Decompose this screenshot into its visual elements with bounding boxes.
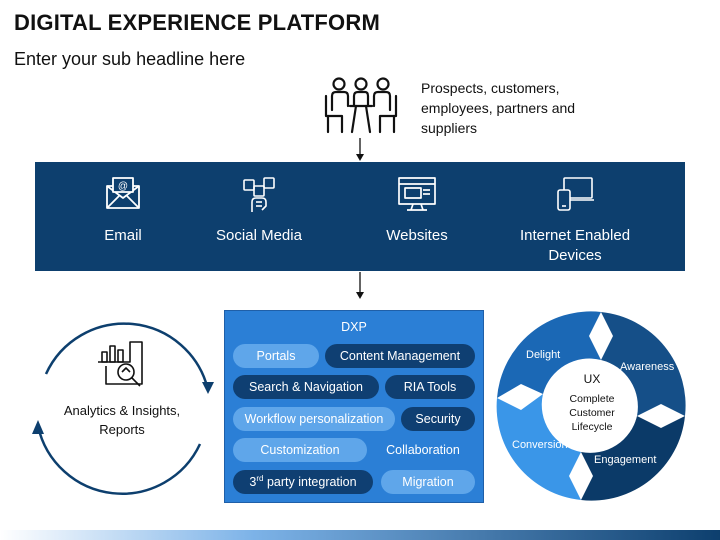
- dxp-item-customization: Customization: [233, 438, 367, 462]
- analytics-cycle-arrows: [32, 322, 214, 495]
- dxp-item-security: Security: [401, 407, 475, 431]
- dxp-panel: DXP Portals Content Management Search & …: [224, 310, 484, 503]
- people-meeting-icon: [324, 77, 398, 134]
- arrow-down-icon: [356, 138, 364, 161]
- ordinal-suffix: rd: [256, 473, 264, 483]
- lifecycle-center-title: UX: [583, 372, 601, 386]
- channel-label: Internet Enabled Devices: [519, 227, 631, 264]
- dxp-title: DXP: [341, 320, 367, 334]
- dxp-item-portals: Portals: [233, 344, 319, 368]
- channel-email: @ Email: [48, 162, 198, 271]
- channel-websites: Websites: [342, 162, 492, 271]
- footer-bar: [0, 530, 720, 540]
- stakeholders-text: Prospects, customers, employees, partner…: [421, 80, 576, 136]
- dxp-item-search-navigation: Search & Navigation: [233, 375, 379, 399]
- lifecycle-center-text: Complete Customer Lifecycle: [569, 393, 615, 433]
- lifecycle-wheel: [496, 311, 686, 501]
- website-icon: [398, 177, 436, 211]
- devices-icon: [557, 177, 594, 211]
- dxp-item-content-management: Content Management: [325, 344, 475, 368]
- ordinal-number: 3: [249, 475, 257, 489]
- dxp-item-collaboration: Collaboration: [386, 443, 460, 457]
- dxp-item-migration: Migration: [381, 470, 475, 494]
- channel-devices: Internet Enabled Devices: [500, 162, 650, 271]
- social-media-icon: [243, 177, 275, 212]
- channels-band: @ Email Social Media Websites: [35, 162, 685, 271]
- dxp-item-third-party-integration: 3rd party integration: [233, 470, 373, 494]
- analytics-label: Analytics & Insights, Reports: [63, 403, 181, 437]
- segment-awareness: Awareness: [620, 361, 675, 373]
- channel-label: Email: [104, 227, 142, 244]
- svg-text:@: @: [118, 181, 128, 192]
- page-subtitle: Enter your sub headline here: [14, 49, 246, 69]
- email-icon: @: [106, 177, 140, 209]
- dxp-item-workflow-personalization: Workflow personalization: [233, 407, 395, 431]
- channel-social-media: Social Media: [184, 162, 334, 271]
- dxp-item-ria-tools: RIA Tools: [385, 375, 475, 399]
- page-title: DIGITAL EXPERIENCE PLATFORM: [14, 10, 380, 35]
- arrow-down-icon: [356, 272, 364, 299]
- channel-label: Websites: [386, 227, 448, 244]
- channel-label: Social Media: [216, 227, 302, 244]
- segment-engagement: Engagement: [594, 454, 657, 466]
- segment-conversion: Conversion: [512, 439, 568, 451]
- analytics-report-icon: [98, 341, 143, 387]
- segment-delight: Delight: [526, 349, 561, 361]
- item-label: party integration: [266, 475, 357, 489]
- lifecycle-center: [555, 368, 629, 442]
